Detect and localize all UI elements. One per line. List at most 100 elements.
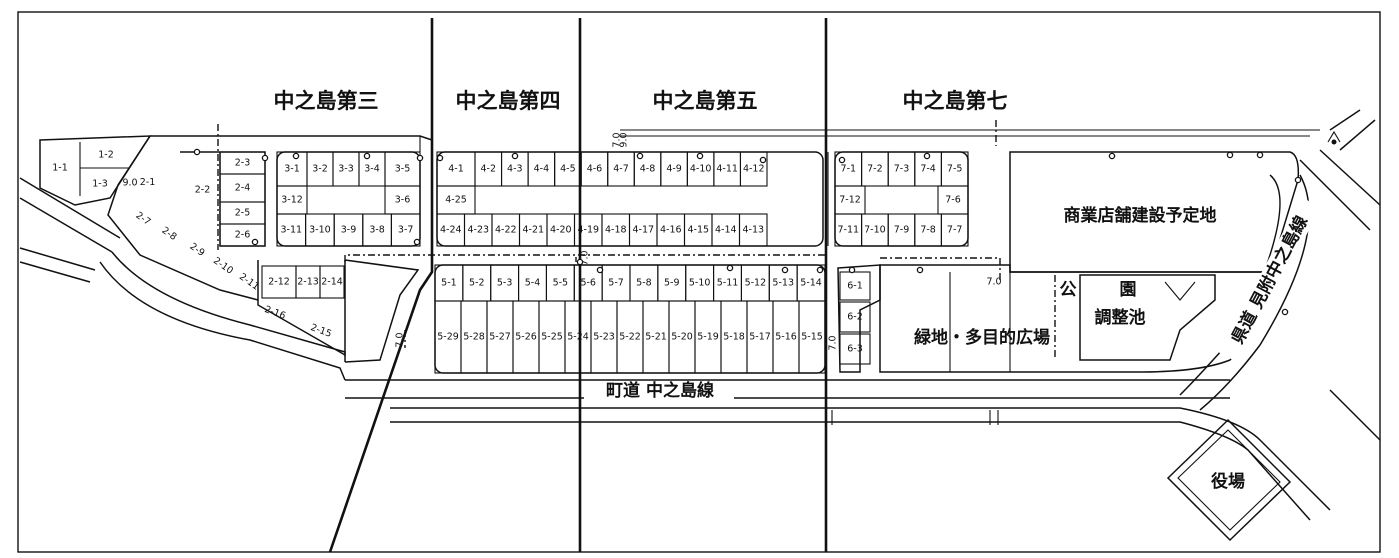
lot-label: 5-26 (515, 332, 537, 343)
lot-4-4: 4-4 (527, 151, 556, 187)
lot-label: 4-10 (690, 164, 712, 175)
town-road-label: 町道 中之島線 (606, 380, 714, 401)
lot-label: 4-9 (666, 164, 682, 175)
lot-label: 7-4 (920, 164, 936, 175)
lot-2-7: 2-7 (133, 210, 152, 228)
marker-dot (1226, 151, 1234, 159)
lot-box (219, 223, 266, 247)
lot-label: 4-23 (467, 225, 489, 236)
lot-5-24: 5-24 (564, 300, 592, 374)
lot-4-13: 4-13 (738, 213, 768, 247)
lot-label: 5-18 (723, 332, 745, 343)
lot-5-2: 5-2 (462, 264, 492, 302)
lot-7-12: 7-12 (834, 185, 866, 215)
park-label-a: 公 (1060, 280, 1077, 300)
lot-7-3: 7-3 (887, 151, 916, 187)
lot-label: 5-6 (580, 278, 596, 289)
lot-5-20: 5-20 (668, 300, 696, 374)
lot-label: 6-1 (847, 281, 863, 292)
mark-70a: 7.0 (612, 132, 623, 147)
lot-6-3: 6-3 (839, 333, 871, 365)
lot-label: 7-6 (945, 195, 961, 206)
lot-2-4: 2-4 (219, 173, 266, 203)
park-label-b: 園 (1120, 280, 1137, 300)
lot-label: 4-12 (743, 164, 765, 175)
lot-label: 5-25 (541, 332, 563, 343)
pond-label: 調整池 (1095, 307, 1146, 328)
lot-3-3: 3-3 (332, 151, 360, 187)
marker-dot (838, 156, 846, 164)
lot-4-12: 4-12 (739, 151, 768, 187)
lot-7-1: 7-1 (834, 151, 863, 187)
lot-5-11: 5-11 (713, 264, 742, 302)
lot-5-9: 5-9 (657, 264, 687, 302)
town-road-label-bg (584, 382, 734, 400)
area-title-dai4: 中之島第四 (456, 89, 561, 113)
lot-label: 4-3 (507, 164, 523, 175)
lot-label: 4-2 (481, 164, 497, 175)
lot-label: 4-4 (534, 164, 550, 175)
lot-label: 3-9 (341, 225, 357, 236)
lot-label: 5-22 (619, 332, 641, 343)
lot-5-18: 5-18 (720, 300, 748, 374)
lot-label: 5-27 (489, 332, 511, 343)
lot-label: 4-11 (716, 164, 738, 175)
lot-5-21: 5-21 (642, 300, 670, 374)
lot-label: 3-10 (309, 225, 331, 236)
lot-label: 5-21 (645, 332, 667, 343)
lot-4-20: 4-20 (546, 213, 576, 247)
lot-label: 5-29 (437, 332, 459, 343)
pref-road-label: 県道 見附中之島線 (1227, 212, 1312, 347)
lot-5-1: 5-1 (434, 264, 464, 302)
lot-3-5: 3-5 (384, 151, 421, 187)
lot-7-7: 7-7 (940, 213, 969, 247)
lot-3-10: 3-10 (305, 213, 335, 247)
marker-dot (413, 238, 421, 246)
lot-6-2: 6-2 (839, 301, 871, 333)
marker-dot (696, 152, 704, 160)
lot-label: 7-5 (947, 164, 963, 175)
lot-label: 4-25 (445, 195, 467, 206)
lot-label: 4-7 (613, 164, 629, 175)
lot-label: 3-1 (284, 164, 300, 175)
lot-label: 2-7 (133, 210, 152, 228)
lot-label: 5-28 (463, 332, 485, 343)
lot-4-9: 4-9 (660, 151, 688, 187)
lot-label: 4-18 (605, 225, 627, 236)
marker-dot (759, 156, 767, 164)
lot-7-10: 7-10 (861, 213, 889, 247)
lot-label: 3-4 (364, 164, 380, 175)
lot-4-2: 4-2 (474, 151, 503, 187)
lot-5-10: 5-10 (685, 264, 715, 302)
lot-5-25: 5-25 (538, 300, 566, 374)
lot-2-9: 2-9 (187, 241, 206, 259)
marker-dot (363, 152, 371, 160)
lot-5-29: 5-29 (434, 300, 462, 374)
marker-dot (916, 266, 924, 274)
lot-5-8: 5-8 (629, 264, 659, 302)
mark-90a: 9.0 (619, 132, 630, 147)
marker-dot (923, 152, 931, 160)
lot-7-6: 7-6 (937, 185, 969, 215)
green-plaza-label: 緑地・多目的広場 (914, 327, 1050, 348)
lot-label: 6-2 (847, 312, 863, 323)
lot-label: 1-3 (92, 179, 108, 190)
lot-4-17: 4-17 (628, 213, 658, 247)
lot-label: 2-4 (235, 183, 251, 194)
lot-label: 7-10 (864, 225, 886, 236)
lot-label: 3-11 (281, 225, 303, 236)
mark-90b: 9.0 (122, 178, 137, 189)
lot-label: 5-4 (525, 278, 541, 289)
lot-3-9: 3-9 (333, 213, 364, 247)
lot-4-6: 4-6 (580, 151, 609, 187)
marker-dot (636, 152, 644, 160)
lot-label: 7-11 (838, 225, 860, 236)
marker-dot (848, 266, 856, 274)
lot-label: 7-1 (841, 164, 857, 175)
lot-3-4: 3-4 (358, 151, 386, 187)
lot-label: 4-17 (632, 225, 654, 236)
lot-label: 4-15 (687, 225, 709, 236)
lot-label: 7-3 (894, 164, 910, 175)
lot-label: 7-2 (867, 164, 883, 175)
commercial-site-label: 商業店舗建設予定地 (1064, 205, 1217, 226)
